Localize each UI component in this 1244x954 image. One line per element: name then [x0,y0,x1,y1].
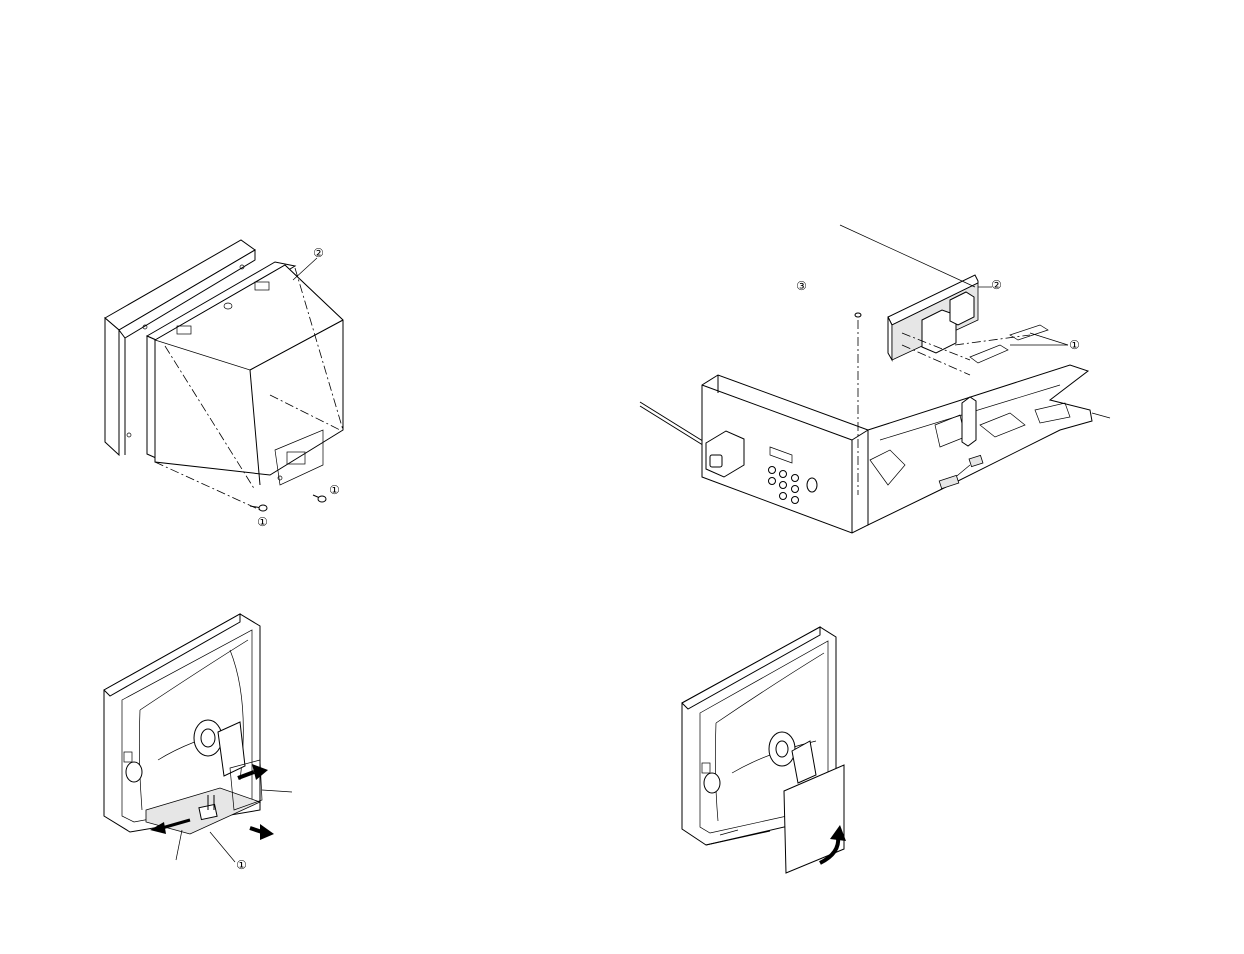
chassis-screw-callout: ③ [795,280,808,293]
rear-cover-removal-figure [95,230,355,530]
chassis-slide-out-icon [100,610,300,870]
main-chassis-icon [640,225,1110,535]
chassis-pull-figure [100,610,300,870]
bracket-screw-callout: ① [1068,339,1081,352]
arrow-icon [250,824,274,840]
rear-cover-callout: ② [312,247,325,260]
board-flip-figure [680,625,845,875]
board-callout: ② [990,279,1003,292]
cabinet-screw-callout-right: ① [328,484,341,497]
chassis-pull-callout: ① [235,859,248,872]
crt-rear-cover-icon [95,230,355,530]
screw-icon [250,505,267,511]
board-removal-figure [640,225,1110,535]
screw-icon [313,495,326,502]
board-lift-up-icon [680,625,845,875]
cabinet-screw-callout-bottom: ① [256,516,269,529]
